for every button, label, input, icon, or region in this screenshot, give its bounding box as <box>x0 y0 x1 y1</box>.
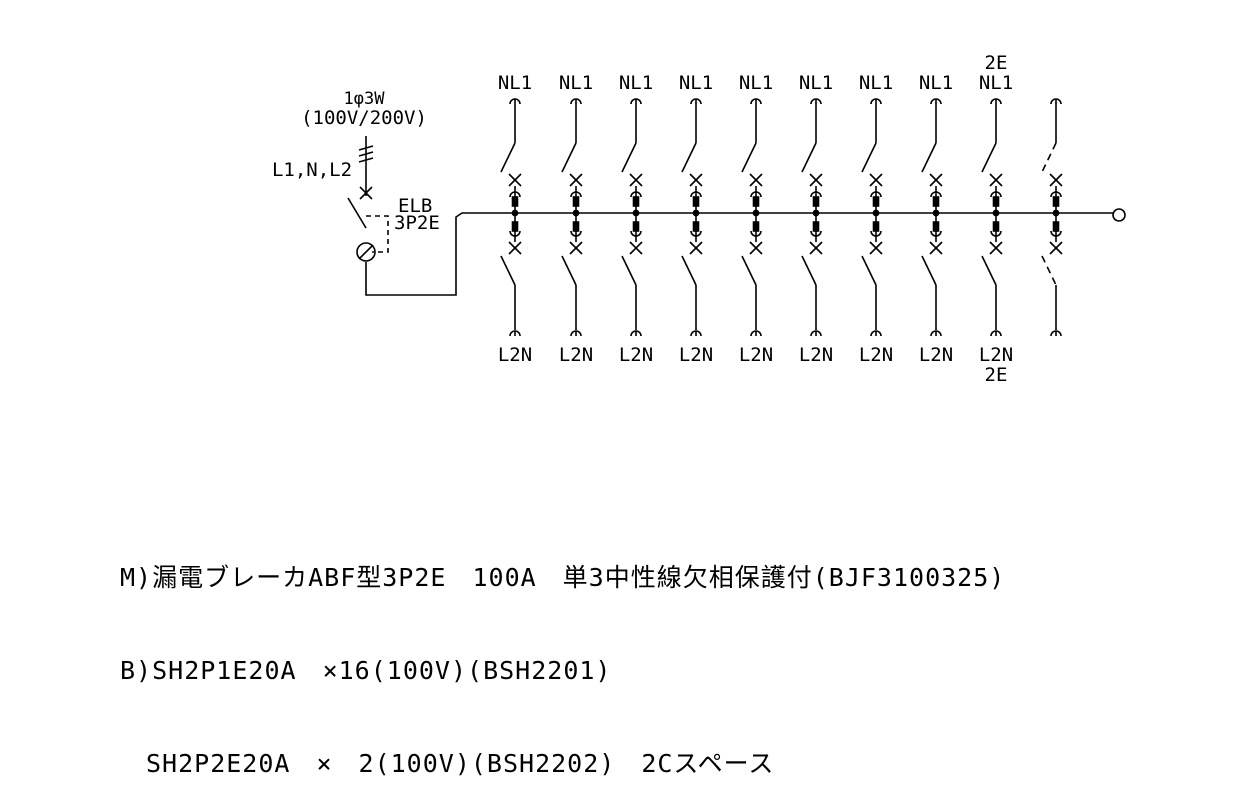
branch-top-label: NL1 <box>799 72 833 94</box>
supply-phase-label: 1φ3W <box>344 89 386 109</box>
branch-bottom-label: L2N <box>919 344 953 366</box>
supply-lines-label: L1,N,L2 <box>272 159 352 181</box>
branch-bottom-extra-label: 2E <box>985 364 1008 386</box>
branch-breaker <box>981 98 1003 337</box>
branch-breaker <box>801 98 823 337</box>
branch-breaker <box>500 98 522 337</box>
branch-bottom-label: L2N <box>619 344 653 366</box>
branch-bottom-label: L2N <box>859 344 893 366</box>
branch-breaker <box>921 98 943 337</box>
branch-bottom-label: L2N <box>559 344 593 366</box>
branch-bottom-label: L2N <box>679 344 713 366</box>
busbar-end-terminal <box>1112 208 1126 222</box>
branch-breaker <box>561 98 583 337</box>
incoming-feeder <box>358 136 374 200</box>
branch-top-label: NL1 <box>498 72 532 94</box>
branch-top-label: NL1 <box>919 72 953 94</box>
branch-bottom-label: L2N <box>799 344 833 366</box>
branch-top-label: NL1 <box>679 72 713 94</box>
branch-top-label: NL1 <box>739 72 773 94</box>
branch-breaker <box>621 98 643 337</box>
main-breaker-poles: 3P2E <box>394 212 440 234</box>
main-breaker-name: ELB <box>398 195 432 217</box>
branch-breaker <box>681 98 703 337</box>
supply-voltage-label: (100V/200V) <box>301 107 427 129</box>
legend-branch-line2: SH2P2E20A × 2(100V)(BSH2202) 2Cスペース <box>120 749 775 778</box>
single-line-diagram: 1φ3W (100V/200V) L1,N,L2 ELB 3P2E NL1L2N… <box>272 52 1126 386</box>
branch-top-label: NL1 <box>619 72 653 94</box>
branch-top-label: NL1 <box>859 72 893 94</box>
branch-top-label: NL1 <box>559 72 593 94</box>
branch-breaker <box>741 98 763 337</box>
main-breaker-symbol <box>347 197 1114 296</box>
branch-bottom-label: L2N <box>979 344 1013 366</box>
branch-bottom-label: L2N <box>739 344 773 366</box>
branch-breaker <box>861 98 883 337</box>
legend-main-breaker: M)漏電ブレーカABF型3P2E 100A 単3中性線欠相保護付(BJF3100… <box>120 563 1006 592</box>
branch-bottom-label: L2N <box>498 344 532 366</box>
branch-space <box>1041 98 1063 337</box>
legend-branch-line1: B)SH2P1E20A ×16(100V)(BSH2201) <box>120 656 612 685</box>
branch-top-extra-label: 2E <box>985 52 1008 74</box>
legend: M)漏電ブレーカABF型3P2E 100A 単3中性線欠相保護付(BJF3100… <box>120 500 1240 810</box>
branch-top-label: NL1 <box>979 72 1013 94</box>
